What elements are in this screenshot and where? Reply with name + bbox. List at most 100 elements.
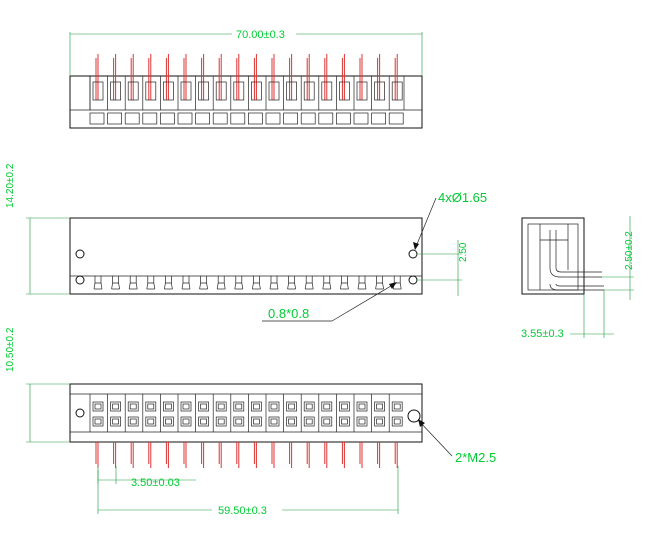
top-pin [230,54,245,110]
top-pin [283,54,297,110]
top-view: 70.00±0.3 [69,29,423,129]
top-pin [142,54,157,110]
top-window [336,112,351,125]
top-window [195,112,210,125]
bottom-pin [289,442,293,468]
bottom-cell [318,394,333,432]
bottom-pin [148,442,152,468]
front-pin [392,276,402,290]
side-view: 2.50±0.2 3.55±0.3 [521,216,635,340]
top-view-pins [89,54,403,110]
top-pin [371,54,385,110]
top-window [318,112,334,125]
bottom-pin [271,442,275,468]
front-pin [93,276,103,290]
bottom-height-dimension: 10.50±0.2 [5,327,16,372]
hole-offset-dimension: 2.50 [458,242,469,262]
bottom-cell [212,394,227,432]
side-depth-dimension: 3.55±0.3 [521,328,564,340]
bottom-view-pins [95,442,398,468]
top-pin [336,54,350,110]
bottom-view-cells [89,394,403,432]
screw-hole [75,408,85,418]
front-pin [357,276,367,290]
top-pin [124,54,139,110]
front-pin [181,276,191,290]
hole-note: 4xØ1.65 [438,190,487,205]
front-pin [146,276,156,290]
bottom-cell [107,394,121,432]
top-pin [212,54,227,110]
side-view-body [521,217,585,295]
top-window [107,112,122,125]
front-pin [269,276,279,290]
top-width-dimension: 70.00±0.3 [236,29,285,41]
top-pin [89,54,104,110]
top-window [371,112,386,125]
top-window [265,112,281,125]
top-window [142,112,158,125]
bottom-cell [248,394,262,432]
top-pin [353,54,368,110]
top-window [388,112,404,125]
bottom-pin [253,442,257,468]
side-offset-dimension: 2.50±0.2 [624,231,635,270]
front-height-dimension: 14.20±0.2 [5,163,16,208]
mount-hole [408,249,418,259]
bottom-pin [394,442,398,468]
bottom-cell [388,394,403,432]
top-pin [265,54,280,110]
screw-note: 2*M2.5 [455,450,496,465]
bottom-cell [371,394,385,432]
front-pin [216,276,226,290]
bottom-pin [359,442,363,468]
front-pin [252,276,261,290]
bottom-cell [177,394,192,432]
bottom-pin [113,442,117,468]
front-pin [375,276,384,290]
bottom-pin [218,442,222,468]
top-window [160,112,175,125]
bottom-pin [201,442,205,468]
bottom-pin [130,442,134,468]
top-pin [177,54,192,110]
top-pin [388,54,403,110]
mount-hole [75,275,85,285]
top-window [177,112,193,125]
top-pin [195,54,209,110]
top-window [248,112,263,125]
top-pin [248,54,262,110]
bottom-pin [324,442,328,468]
pitch-dimension: 3.50±0.03 [131,477,180,489]
bottom-pin [236,442,240,468]
front-pin [111,276,120,290]
bottom-pin [341,442,345,468]
top-window [212,112,228,125]
bottom-cell [160,394,174,432]
bottom-pin [165,442,169,468]
bottom-view-body [69,383,423,443]
top-pin [107,54,121,110]
front-pin [340,276,349,290]
bottom-cell [124,394,139,432]
front-pin [304,276,314,290]
front-pin [164,276,173,290]
mount-hole [408,275,418,285]
top-pin [160,54,174,110]
front-pin [128,276,138,290]
pin-size-note: 0.8*0.8 [268,306,309,321]
bottom-cell [336,394,350,432]
bottom-cell [265,394,280,432]
top-pin [300,54,315,110]
bottom-pin [95,442,99,468]
front-pin [234,276,244,290]
front-pin [199,276,208,290]
bottom-view: 10.50±0.2 2*M2.5 3.50±0.03 59.50±0.3 [5,327,496,517]
top-window [89,112,105,125]
bottom-pin [183,442,187,468]
bottom-pin [306,442,310,468]
bottom-cell [230,394,245,432]
front-view: 14.20±0.2 4xØ1.65 2.50 0.8*0.8 [5,163,487,322]
top-window [283,112,298,125]
bottom-pin [377,442,381,468]
